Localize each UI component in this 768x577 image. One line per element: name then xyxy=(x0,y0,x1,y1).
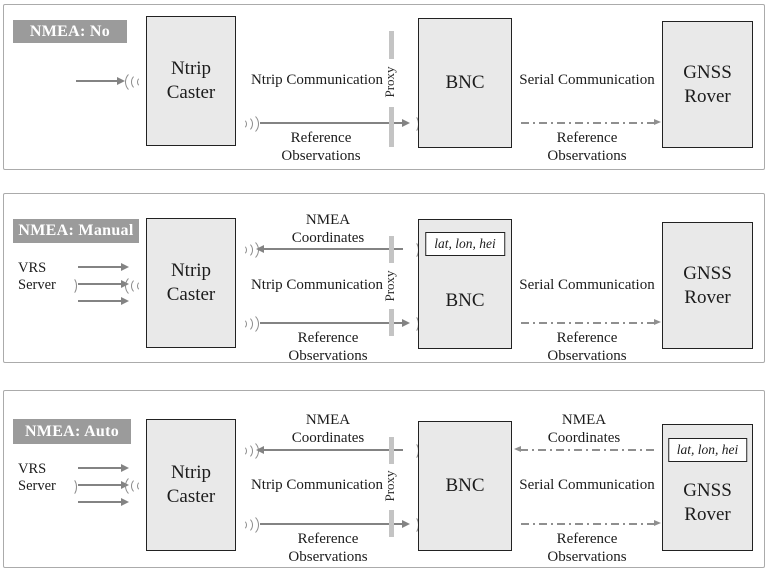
radio-waves-icon xyxy=(238,237,259,261)
proxy-label: Proxy xyxy=(382,270,397,302)
radio-wave-icon xyxy=(66,277,77,295)
dashdot-arrow-reference-observations xyxy=(521,119,661,125)
node-label: BNC xyxy=(445,290,485,312)
node-label: BNC xyxy=(445,475,485,497)
link-label-ntrip-communication: Ntrip Communication xyxy=(250,477,384,493)
radio-waves-icon xyxy=(238,311,259,335)
radio-waves-icon xyxy=(125,273,146,297)
link-label-nmea-coordinates: NMEA Coordinates xyxy=(291,212,365,247)
link-label-reference-observations: Reference Observations xyxy=(547,130,627,165)
badge-nmea-auto: NMEA: Auto xyxy=(13,419,131,444)
node-label: GNSS Rover xyxy=(683,479,732,525)
proxy-bar xyxy=(389,107,394,147)
node-label: GNSS Rover xyxy=(683,61,732,107)
rover-coordinates-box: lat, lon, hei xyxy=(667,438,748,462)
arrow-nmea-coordinates xyxy=(256,244,403,253)
arrow-into-caster xyxy=(76,76,125,85)
node-bnc: lat, lon, hei BNC xyxy=(418,219,512,349)
vrs-server-label: VRS Server xyxy=(18,260,56,294)
radio-waves-icon xyxy=(238,438,259,462)
arrow-reference-observations xyxy=(260,118,410,127)
badge-nmea-no: NMEA: No xyxy=(13,20,127,43)
proxy-label: Proxy xyxy=(382,470,397,502)
arrow-vrs-to-caster xyxy=(78,296,129,305)
node-gnss-rover: lat, lon, hei GNSS Rover xyxy=(662,424,753,551)
node-label: Ntrip Caster xyxy=(166,260,216,305)
node-label: GNSS Rover xyxy=(683,262,732,308)
node-gnss-rover: GNSS Rover xyxy=(662,222,753,349)
dashdot-arrow-reference-observations xyxy=(521,520,661,526)
arrow-vrs-to-caster xyxy=(78,463,129,472)
vrs-server-label: VRS Server xyxy=(18,461,56,495)
radio-waves-icon xyxy=(125,473,146,497)
proxy-bar xyxy=(389,31,394,59)
arrow-vrs-to-caster xyxy=(78,497,129,506)
panel-nmea-manual: NMEA: Manual VRS Server Ntrip Caster NME… xyxy=(3,193,765,365)
proxy-bar xyxy=(389,309,394,336)
node-ntrip-caster: Ntrip Caster xyxy=(146,419,236,551)
link-label-reference-observations: Reference Observations xyxy=(547,531,627,566)
radio-waves-icon xyxy=(238,111,259,135)
link-label-serial-communication: Serial Communication xyxy=(519,277,655,293)
link-label-nmea-coordinates: NMEA Coordinates xyxy=(547,412,621,447)
dashdot-arrow-reference-observations xyxy=(521,319,661,325)
link-label-ntrip-communication: Ntrip Communication xyxy=(250,277,384,293)
link-label-ntrip-communication: Ntrip Communication xyxy=(250,72,384,88)
panel-nmea-auto: NMEA: Auto VRS Server Ntrip Caster NMEA … xyxy=(3,390,765,568)
proxy-label: Proxy xyxy=(382,66,397,98)
panel-nmea-no: NMEA: No Ntrip Caster Ntrip Communicatio… xyxy=(3,4,765,170)
node-label: Ntrip Caster xyxy=(166,462,216,507)
radio-waves-icon xyxy=(238,512,259,536)
dashdot-arrow-nmea-coordinates xyxy=(514,446,655,452)
node-ntrip-caster: Ntrip Caster xyxy=(146,16,236,146)
link-label-serial-communication: Serial Communication xyxy=(519,477,655,493)
link-label-serial-communication: Serial Communication xyxy=(519,72,655,88)
link-label-reference-observations: Reference Observations xyxy=(288,330,368,365)
arrow-vrs-to-caster xyxy=(78,480,129,489)
link-label-reference-observations: Reference Observations xyxy=(288,531,368,566)
radio-waves-icon xyxy=(125,69,146,93)
node-gnss-rover: GNSS Rover xyxy=(662,21,753,148)
badge-nmea-manual: NMEA: Manual xyxy=(13,219,139,243)
node-ntrip-caster: Ntrip Caster xyxy=(146,218,236,348)
arrow-vrs-to-caster xyxy=(78,279,129,288)
node-bnc: BNC xyxy=(418,421,512,551)
link-label-nmea-coordinates: NMEA Coordinates xyxy=(291,412,365,447)
proxy-bar xyxy=(389,510,394,537)
proxy-bar xyxy=(389,236,394,263)
bnc-coordinates-box: lat, lon, hei xyxy=(425,232,505,256)
proxy-bar xyxy=(389,437,394,464)
arrow-nmea-coordinates xyxy=(256,445,403,454)
node-label: BNC xyxy=(445,72,485,94)
node-bnc: BNC xyxy=(418,18,512,148)
link-label-reference-observations: Reference Observations xyxy=(547,330,627,365)
link-label-reference-observations: Reference Observations xyxy=(281,130,361,165)
node-label: Ntrip Caster xyxy=(166,58,216,103)
radio-wave-icon xyxy=(66,478,77,496)
arrow-reference-observations xyxy=(260,519,410,528)
arrow-vrs-to-caster xyxy=(78,262,129,271)
arrow-reference-observations xyxy=(260,318,410,327)
